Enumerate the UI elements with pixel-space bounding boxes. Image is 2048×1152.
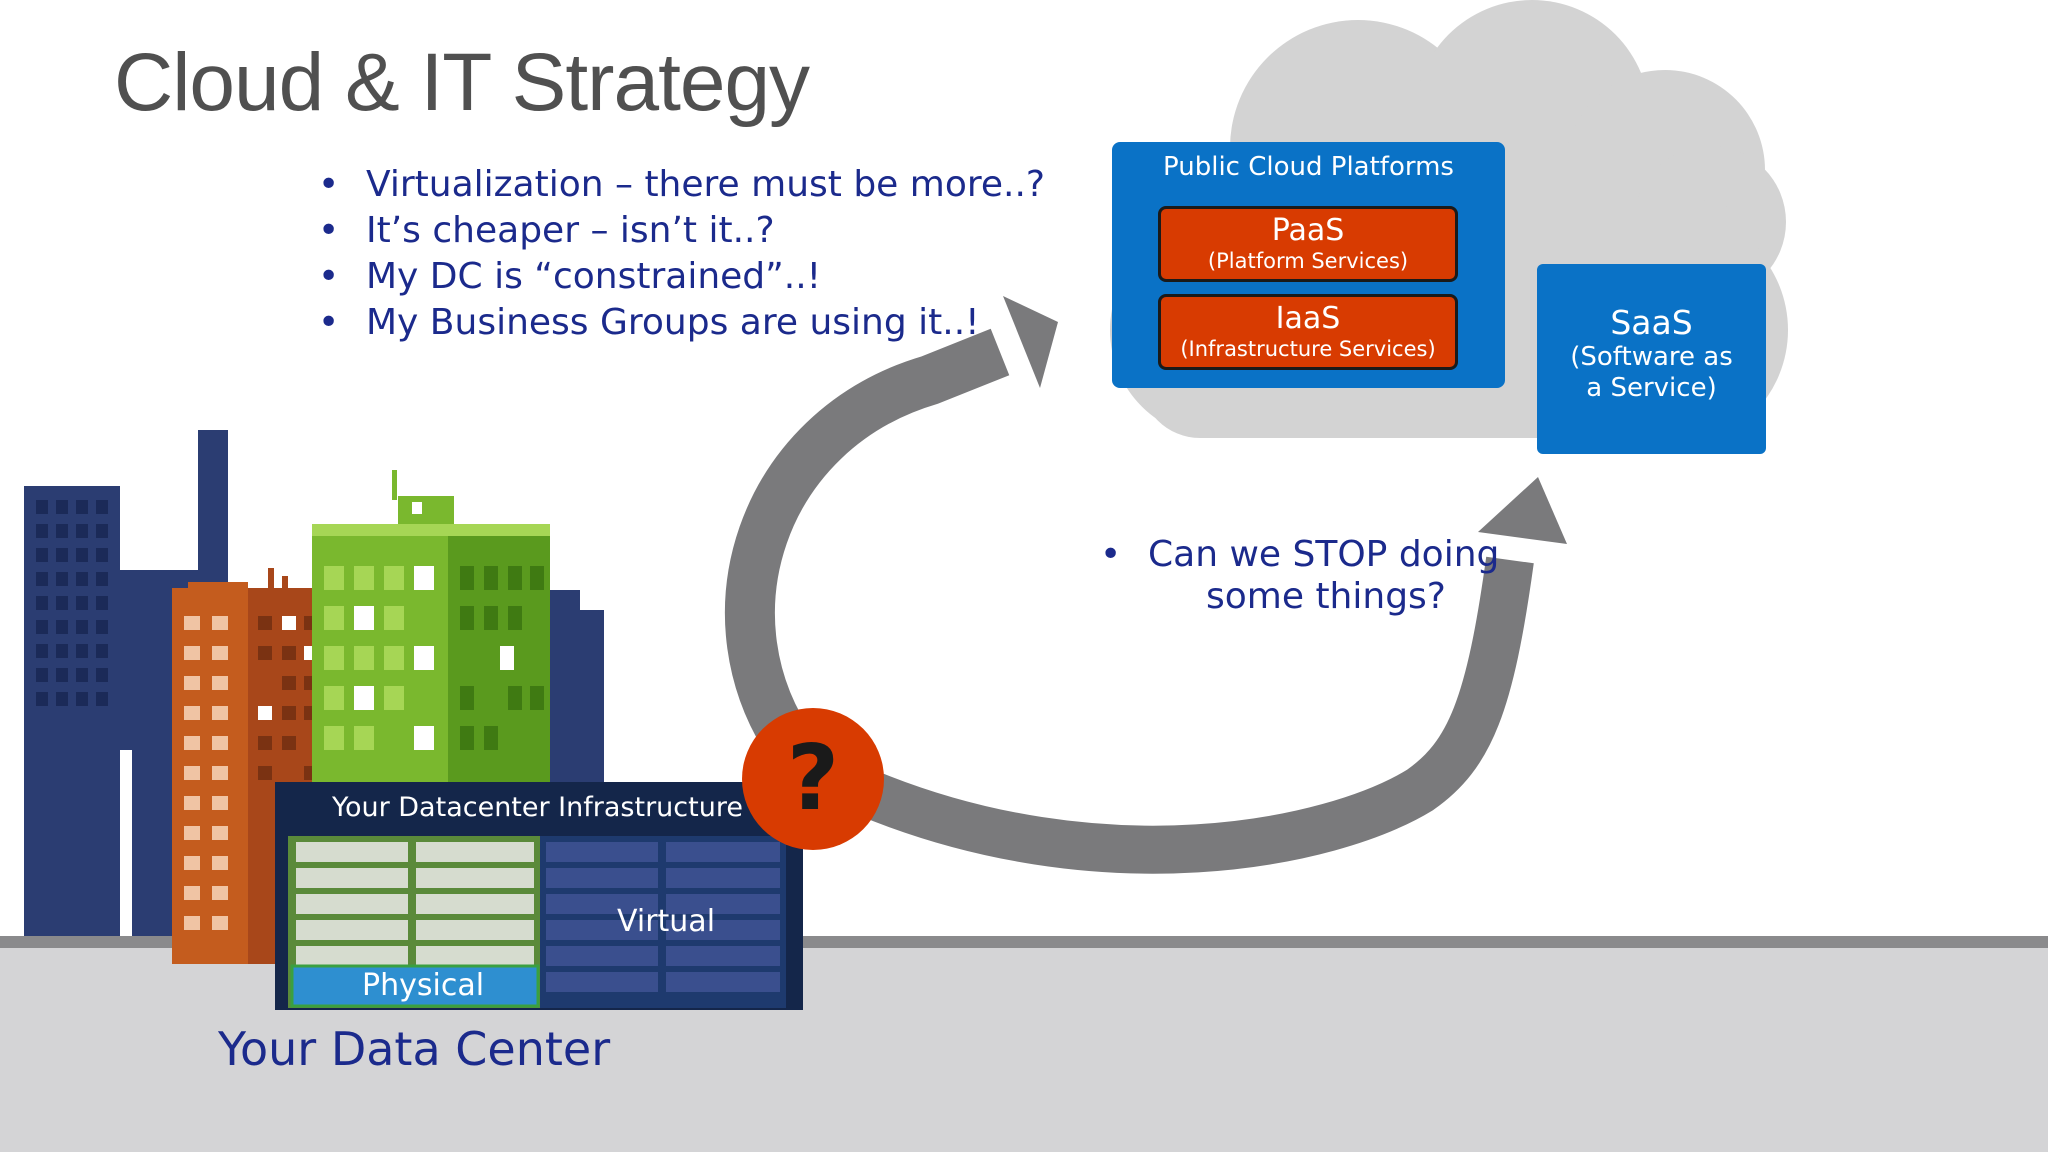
physical-label: Physical bbox=[362, 968, 485, 1003]
public-cloud-platforms-title: Public Cloud Platforms bbox=[1163, 152, 1454, 182]
bullet-list: Virtualization – there must be more..? I… bbox=[318, 162, 1045, 346]
server-rack-icon-virtual bbox=[546, 842, 780, 992]
bullet-dot: • bbox=[1100, 534, 1122, 575]
physical-highlight bbox=[290, 964, 540, 1008]
paas-sub: (Platform Services) bbox=[1207, 249, 1409, 273]
public-cloud-platforms-box: Public Cloud Platforms PaaS (Platform Se… bbox=[1112, 142, 1505, 388]
bullet-item: Virtualization – there must be more..? bbox=[318, 162, 1045, 208]
curved-arrow-upper bbox=[725, 296, 1058, 767]
building-icon-green bbox=[312, 470, 550, 782]
bullet-item: It’s cheaper – isn’t it..? bbox=[318, 208, 1045, 254]
curved-arrow-lower bbox=[855, 477, 1567, 874]
datacenter-infrastructure-title: Your Datacenter Infrastructure bbox=[332, 792, 743, 823]
datacenter-label: Your Data Center bbox=[218, 1022, 611, 1076]
server-rack-icon-physical bbox=[296, 842, 534, 966]
iaas-name: IaaS bbox=[1275, 301, 1341, 336]
saas-sub-line1: (Software as bbox=[1570, 342, 1733, 372]
saas-sub-line2: a Service) bbox=[1586, 373, 1717, 403]
bullet-item: My Business Groups are using it..! bbox=[318, 300, 1045, 346]
saas-name: SaaS bbox=[1610, 303, 1693, 342]
stop-question-line1: Can we STOP doing bbox=[1148, 534, 1500, 575]
bullet-item: My DC is “constrained”..! bbox=[318, 254, 1045, 300]
virtual-label: Virtual bbox=[617, 904, 716, 939]
paas-name: PaaS bbox=[1271, 213, 1345, 248]
iaas-sub: (Infrastructure Services) bbox=[1180, 337, 1436, 361]
iaas-box: IaaS (Infrastructure Services) bbox=[1158, 294, 1458, 370]
saas-box: SaaS (Software as a Service) bbox=[1537, 264, 1766, 454]
datacenter-panel bbox=[275, 782, 803, 1010]
stop-question-line2: some things? bbox=[1206, 576, 1446, 617]
question-mark-icon: ? bbox=[742, 708, 884, 850]
building-icon-tall-left bbox=[24, 486, 132, 936]
slide-title: Cloud & IT Strategy bbox=[114, 37, 810, 128]
paas-box: PaaS (Platform Services) bbox=[1158, 206, 1458, 282]
